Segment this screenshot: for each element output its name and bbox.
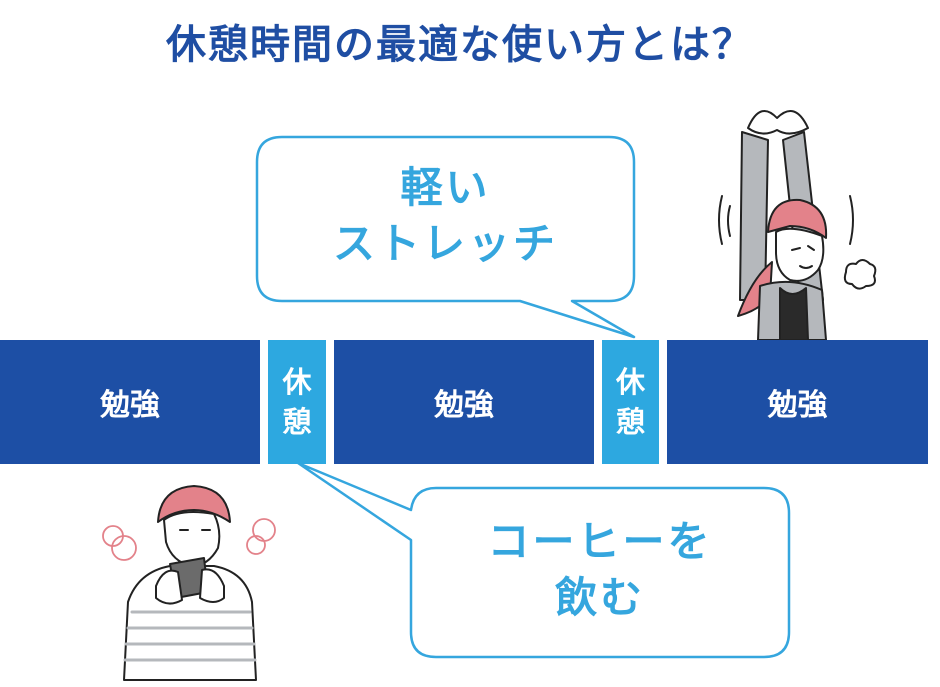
woman-stretching-illustration (718, 109, 877, 341)
study-block-3-label: 勉強 (767, 388, 828, 423)
rest-block-1-char-2: 憩 (282, 405, 312, 439)
study-block-1: 勉強 (0, 340, 260, 464)
study-block-2: 勉強 (334, 340, 594, 464)
rest-block-2-char-2: 憩 (615, 405, 645, 439)
person-drinking-coffee-illustration (102, 485, 276, 681)
stretch-bubble-line-1: 軽い (400, 163, 491, 212)
coffee-bubble-line-2: 飲む (554, 573, 645, 622)
rest-block-2-char-1: 休 (615, 365, 645, 399)
coffee-speech-bubble (296, 461, 791, 659)
coffee-bubble-line-1: コーヒーを (487, 517, 713, 566)
stretch-bubble-text: 軽い ストレッチ (257, 160, 634, 272)
study-block-2-label: 勉強 (434, 388, 494, 423)
study-block-3: 勉強 (667, 340, 928, 464)
rest-block-1-char-1: 休 (282, 365, 312, 399)
rest-block-1: 休 憩 (268, 340, 326, 464)
rest-block-2: 休 憩 (602, 340, 659, 464)
coffee-bubble-text: コーヒーを 飲む (411, 514, 789, 626)
page-title: 休憩時間の最適な使い方とは？ (166, 22, 754, 68)
stretch-bubble-line-2: ストレッチ (332, 219, 558, 268)
study-block-1-label: 勉強 (100, 388, 160, 423)
stretch-speech-bubble (255, 135, 636, 339)
